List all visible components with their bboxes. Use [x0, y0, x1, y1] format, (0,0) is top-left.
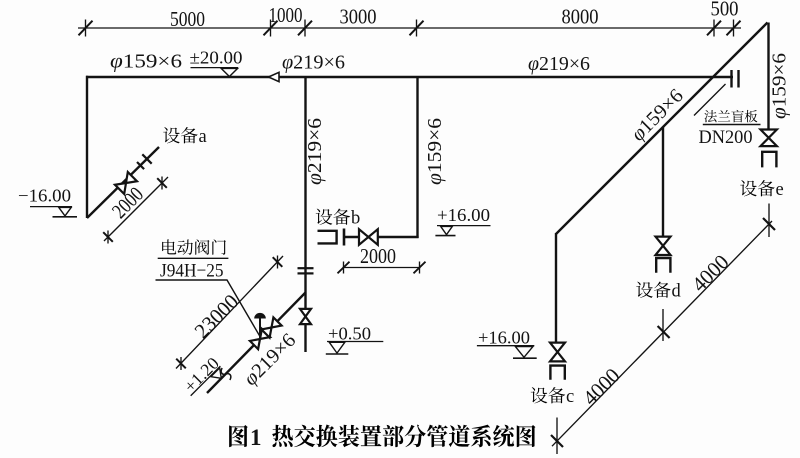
- svg-text:d: d: [672, 282, 682, 302]
- svg-text:+16.00: +16.00: [478, 327, 530, 347]
- svg-text:J94H−25: J94H−25: [160, 261, 224, 282]
- svg-text:3000: 3000: [340, 5, 377, 29]
- svg-text:+16.00: +16.00: [437, 205, 490, 225]
- svg-text:1: 1: [250, 425, 262, 450]
- svg-text:φ219×6: φ219×6: [528, 53, 590, 75]
- svg-text:DN200: DN200: [699, 127, 753, 148]
- svg-text:φ159×6: φ159×6: [424, 118, 446, 185]
- svg-text:c: c: [566, 387, 574, 407]
- svg-text:8000: 8000: [562, 4, 599, 28]
- svg-text:φ159×6: φ159×6: [110, 51, 182, 73]
- svg-text:1000: 1000: [269, 3, 303, 27]
- svg-text:−16.00: −16.00: [18, 186, 71, 206]
- svg-text:2000: 2000: [360, 244, 396, 268]
- svg-text:φ219×6: φ219×6: [304, 118, 326, 185]
- svg-text:5000: 5000: [170, 7, 205, 31]
- svg-text:φ159×6: φ159×6: [769, 53, 791, 119]
- svg-text:±20.00: ±20.00: [190, 47, 243, 67]
- svg-text:a: a: [199, 127, 207, 147]
- svg-text:φ219×6: φ219×6: [282, 52, 345, 74]
- svg-text:500: 500: [711, 0, 739, 20]
- svg-text:+0.50: +0.50: [328, 323, 371, 343]
- svg-text:b: b: [351, 209, 360, 229]
- svg-text:e: e: [776, 180, 784, 200]
